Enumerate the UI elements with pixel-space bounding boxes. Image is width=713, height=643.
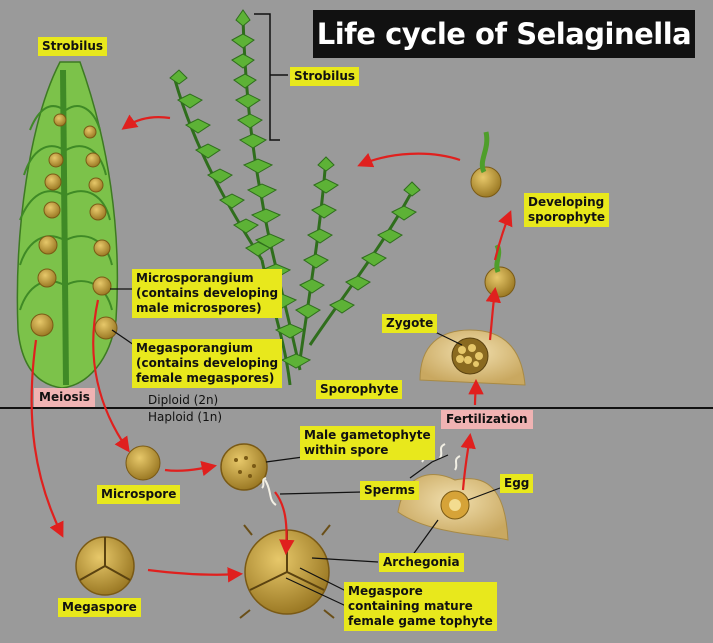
label-strobilus-right: Strobilus <box>290 67 360 86</box>
label-strobilus-left: Strobilus <box>38 37 108 56</box>
megasporangium-line-1: Megasporangium <box>136 341 254 355</box>
microsporangium-line-1: Microsporangium <box>136 271 254 285</box>
microsporangium-line-2: (contains developing <box>136 286 279 300</box>
strobilus-section-illustration <box>16 61 119 389</box>
label-megasporangium: Megasporangium (contains developing fema… <box>132 339 283 388</box>
label-microspore: Microspore <box>97 485 181 504</box>
megasporangium-line-3: female megaspores) <box>136 371 275 385</box>
male-gametophyte-illustration <box>220 443 277 506</box>
label-male-gametophyte: Male gametophyte within spore <box>300 426 435 460</box>
label-megaspore-mature: Megaspore containing mature female game … <box>344 582 497 631</box>
stage-meiosis: Meiosis <box>34 388 95 407</box>
megasporangium-line-2: (contains developing <box>136 356 279 370</box>
developing-sporophyte-illustration <box>470 131 516 298</box>
microsporangium-line-3: male microspores) <box>136 301 262 315</box>
male-gametophyte-line-2: within spore <box>304 443 389 457</box>
megaspore-illustration <box>75 536 135 596</box>
microspore-illustration <box>125 445 161 481</box>
strobilus-bracket <box>254 13 280 141</box>
legend-haploid: Haploid (1n) <box>148 410 223 424</box>
label-archegonia: Archegonia <box>379 553 464 572</box>
label-microsporangium: Microsporangium (contains developing mal… <box>132 269 283 318</box>
megaspore-mature-line-3: female game tophyte <box>348 614 493 628</box>
label-megaspore: Megaspore <box>58 598 141 617</box>
developing-sporophyte-line-1: Developing <box>528 195 605 209</box>
cycle-arrows <box>30 114 513 583</box>
stage-fertilization: Fertilization <box>441 410 533 429</box>
egg-illustration <box>397 474 509 541</box>
legend-diploid: Diploid (2n) <box>148 393 219 407</box>
male-gametophyte-line-1: Male gametophyte <box>304 428 431 442</box>
zygote-illustration <box>419 329 526 386</box>
developing-sporophyte-line-2: sporophyte <box>528 210 605 224</box>
label-developing-sporophyte: Developing sporophyte <box>524 193 609 227</box>
label-sporophyte: Sporophyte <box>316 380 403 399</box>
label-sperms: Sperms <box>360 481 419 500</box>
megaspore-mature-line-1: Megaspore <box>348 584 423 598</box>
label-egg: Egg <box>500 474 534 493</box>
label-zygote: Zygote <box>382 314 438 333</box>
diagram-title: Life cycle of Selaginella <box>313 10 695 58</box>
megaspore-mature-line-2: containing mature <box>348 599 473 613</box>
leader-lines <box>110 288 501 607</box>
